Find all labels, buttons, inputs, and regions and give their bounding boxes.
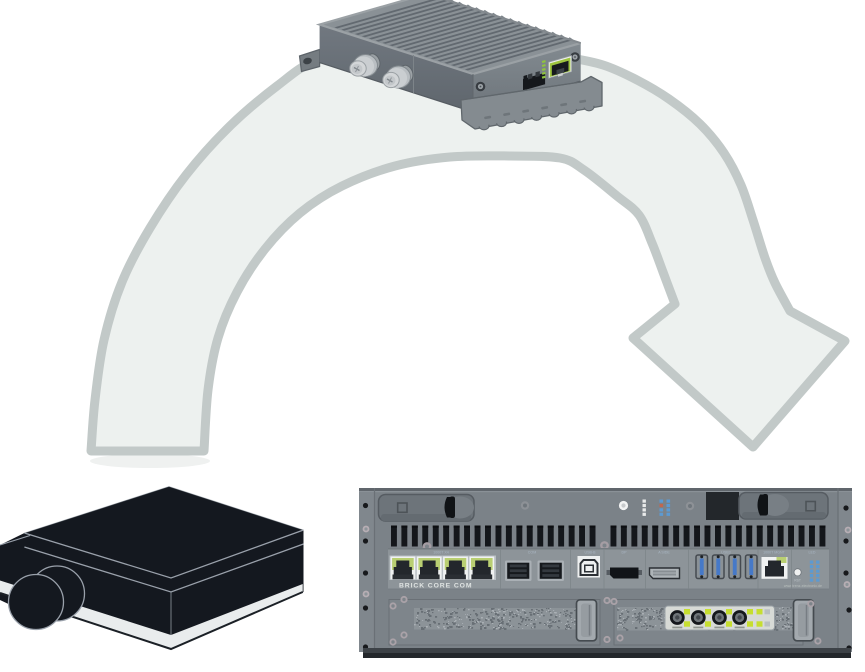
svg-text:1000T X4: 1000T X4 — [433, 551, 449, 555]
svg-text:DP: DP — [622, 551, 628, 555]
svg-text:BRICK CORE COM: BRICK CORE COM — [399, 583, 472, 590]
svg-text:LED: LED — [809, 551, 816, 555]
svg-text:USB3: USB3 — [721, 551, 730, 555]
svg-text:www.trenz-electronic.de: www.trenz-electronic.de — [784, 584, 822, 588]
svg-text:USB-B: USB-B — [585, 551, 597, 555]
svg-text:RST: RST — [794, 579, 801, 583]
svg-text:1000T MGNT: 1000T MGNT — [763, 551, 786, 555]
svg-text:A SIDE: A SIDE — [658, 551, 670, 555]
svg-text:COM: COM — [528, 551, 536, 555]
